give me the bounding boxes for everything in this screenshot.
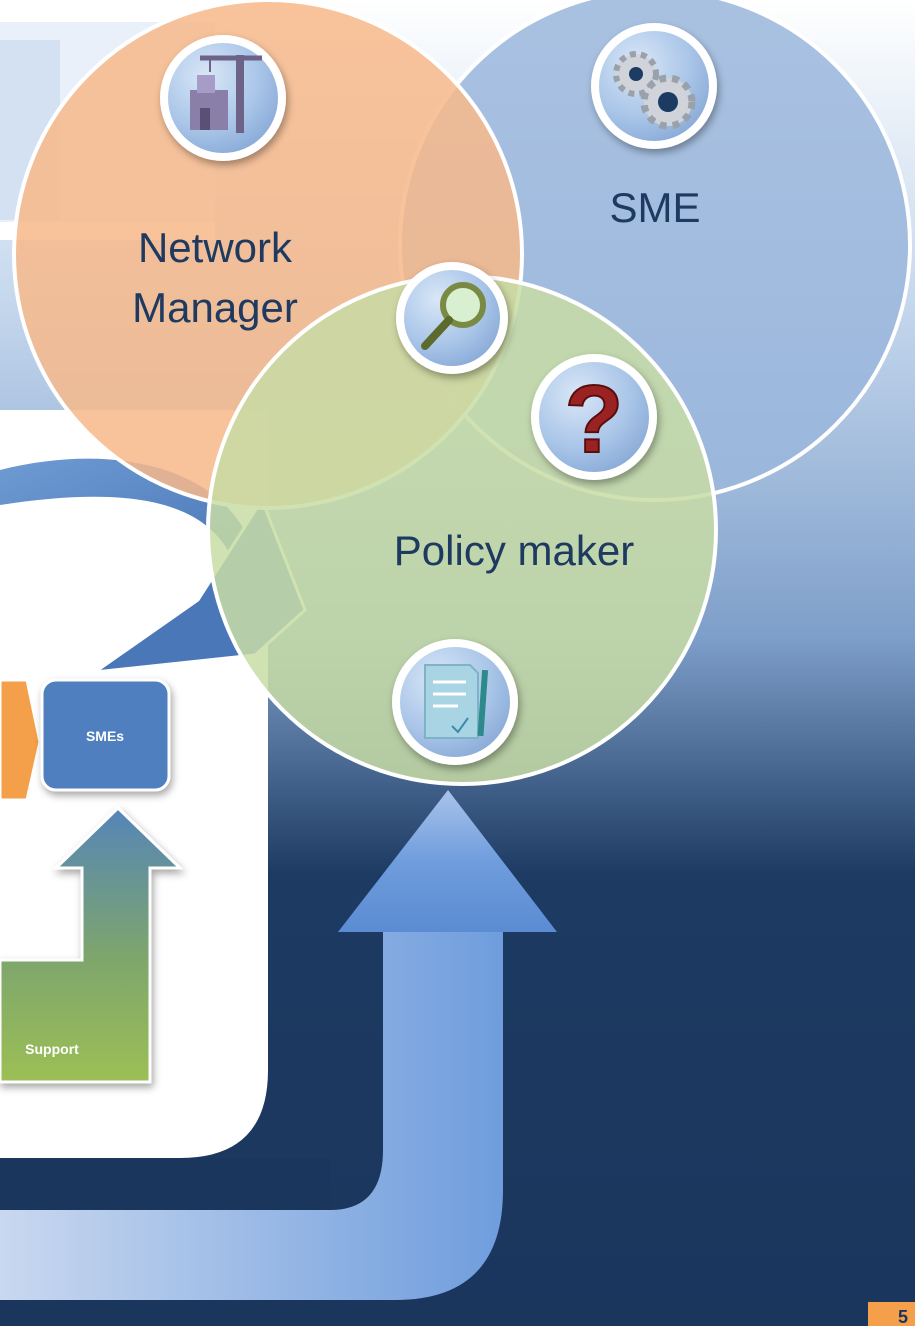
page-number-box (868, 1302, 915, 1326)
big-l-arrow-head (338, 790, 557, 932)
support-label: Support (25, 1041, 79, 1057)
page-number: 5 (898, 1307, 908, 1326)
big-l-arrow-body (0, 932, 503, 1300)
support-arrow (0, 805, 184, 1084)
question-mark-icon: ? (531, 354, 657, 480)
policy-maker-label: Policy maker (394, 527, 634, 574)
orange-arrow-tip (0, 678, 42, 802)
svg-text:?: ? (565, 366, 624, 473)
smes-box-label: SMEs (86, 728, 124, 744)
document-pen-icon (392, 639, 518, 765)
sme-label: SME (609, 184, 700, 231)
network-manager-label-line1: Network (138, 224, 293, 271)
gears-icon (591, 23, 717, 149)
magnifier-icon (396, 262, 508, 374)
smes-box (40, 678, 171, 792)
crane-building-icon (160, 35, 286, 161)
navy-strip (0, 1158, 330, 1210)
network-manager-label-line2: Manager (132, 284, 298, 331)
